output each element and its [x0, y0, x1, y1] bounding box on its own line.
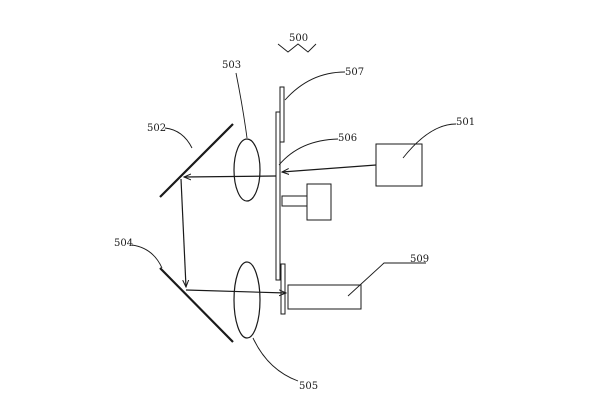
label-509: 509: [410, 254, 429, 265]
leader-506: [278, 138, 339, 166]
actuator-shaft: [281, 195, 308, 207]
central-plate: [275, 111, 281, 281]
label-504: 504: [114, 238, 133, 249]
leader-502: [164, 127, 193, 149]
lens-505: [233, 261, 261, 339]
label-501: 501: [456, 117, 475, 128]
mirror-504: [159, 267, 234, 343]
figure-number-zigzag: [277, 43, 317, 53]
beam-mirror-502-to-504: [180, 178, 186, 287]
label-502: 502: [147, 123, 166, 134]
leader-501: [402, 123, 457, 159]
detector-box-509: [287, 284, 362, 310]
beam-mirror-504-to-detector: [185, 290, 286, 293]
plate-lower: [280, 263, 286, 315]
label-507: 507: [345, 67, 364, 78]
label-506: 506: [338, 133, 357, 144]
label-505: 505: [299, 381, 318, 392]
beam-source-to-plate: [282, 164, 377, 172]
leader-504: [131, 244, 163, 269]
figure-number-label: 500: [289, 33, 308, 44]
leader-503: [235, 72, 248, 139]
actuator-box: [306, 183, 332, 221]
leader-509: [347, 262, 426, 297]
beam-plate-to-mirror-502: [184, 176, 277, 177]
plate-507: [279, 86, 285, 143]
leader-507: [284, 71, 346, 101]
mirror-502: [159, 123, 234, 198]
source-box-501: [375, 143, 423, 187]
lens-503: [233, 138, 261, 202]
leader-505: [252, 337, 299, 382]
label-503: 503: [222, 60, 241, 71]
